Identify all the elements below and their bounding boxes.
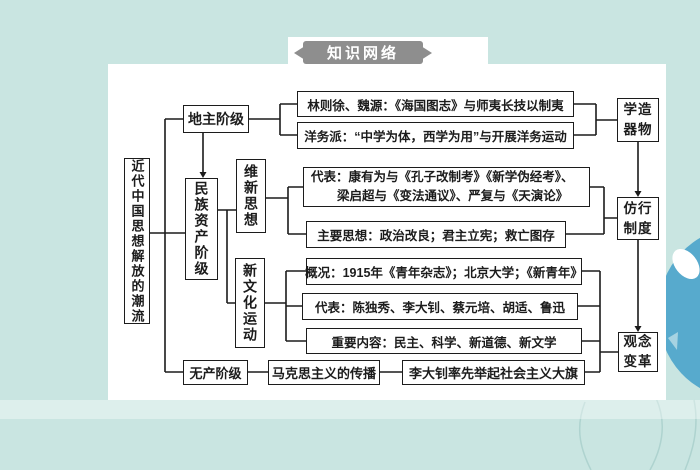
node-stage-learn-tools: 学造 器物: [617, 98, 659, 142]
node-bourgeois-class: 民族资产阶级: [185, 178, 218, 280]
connector-lines: [150, 103, 642, 373]
node-stage-idea-change: 观念 变革: [618, 332, 658, 372]
section-badge-label: 知识网络: [326, 45, 399, 62]
node-linzexu-weiyuan: 林则徐、魏源：《海国图志》与师夷长技以制夷: [297, 91, 574, 117]
node-new-culture-representatives: 代表：陈独秀、李大钊、蔡元培、胡适、鲁迅: [302, 293, 578, 320]
node-reform-main-ideas: 主要思想：政治改良；君主立宪；救亡图存: [306, 221, 566, 248]
node-new-culture-content: 重要内容：民主、科学、新道德、新文学: [306, 328, 582, 354]
reform-representatives-line2: 梁启超与《变法通议》、严复与《天演论》: [337, 189, 569, 203]
stage-idea-change-line2: 变革: [623, 354, 653, 369]
node-yangwu-movement: 洋务派：“中学为体，西学为用”与开展洋务运动: [297, 122, 574, 149]
stage-learn-tools-line2: 器物: [623, 122, 653, 137]
reform-representatives-line1: 代表：康有为与《孔子改制考》《新学伪经考》、: [311, 170, 574, 185]
stage-idea-change-line1: 观念: [623, 334, 653, 350]
stage-imitate-systems-line2: 制度: [623, 220, 653, 236]
node-new-culture-movement: 新文化运动: [235, 258, 265, 348]
node-reform-representatives: 代表：康有为与《孔子改制考》《新学伪经考》、 梁启超与《变法通议》、严复与《天演…: [303, 167, 590, 207]
node-stage-imitate-systems: 仿行 制度: [617, 197, 659, 240]
section-badge: 知识网络: [303, 41, 423, 64]
node-new-culture-overview: 概况：1915年《青年杂志》；北京大学；《新青年》: [305, 258, 583, 285]
node-marxism-spread: 马克思主义的传播: [268, 360, 380, 385]
node-reform-thought: 维新思想: [236, 159, 266, 233]
node-lidazhao-banner: 李大钊率先举起社会主义大旗: [402, 360, 585, 385]
arrow-down-icon: [199, 172, 207, 178]
arrow-down-icon: [634, 191, 642, 197]
stage-imitate-systems-line1: 仿行: [623, 200, 653, 216]
background-band: [0, 400, 700, 419]
arrow-down-icon: [634, 326, 642, 332]
node-proletariat-class: 无产阶级: [183, 360, 248, 385]
stage-learn-tools-line1: 学造: [623, 102, 653, 118]
node-root-topic: 近代中国思想解放的潮流: [124, 158, 150, 324]
node-landlord-class: 地主阶级: [183, 105, 249, 133]
balloon-icon: [658, 237, 700, 389]
diagram-panel: 近代中国思想解放的潮流 地主阶级 民族资产阶级 无产阶级 林则徐、魏源：《海国图…: [108, 64, 666, 400]
